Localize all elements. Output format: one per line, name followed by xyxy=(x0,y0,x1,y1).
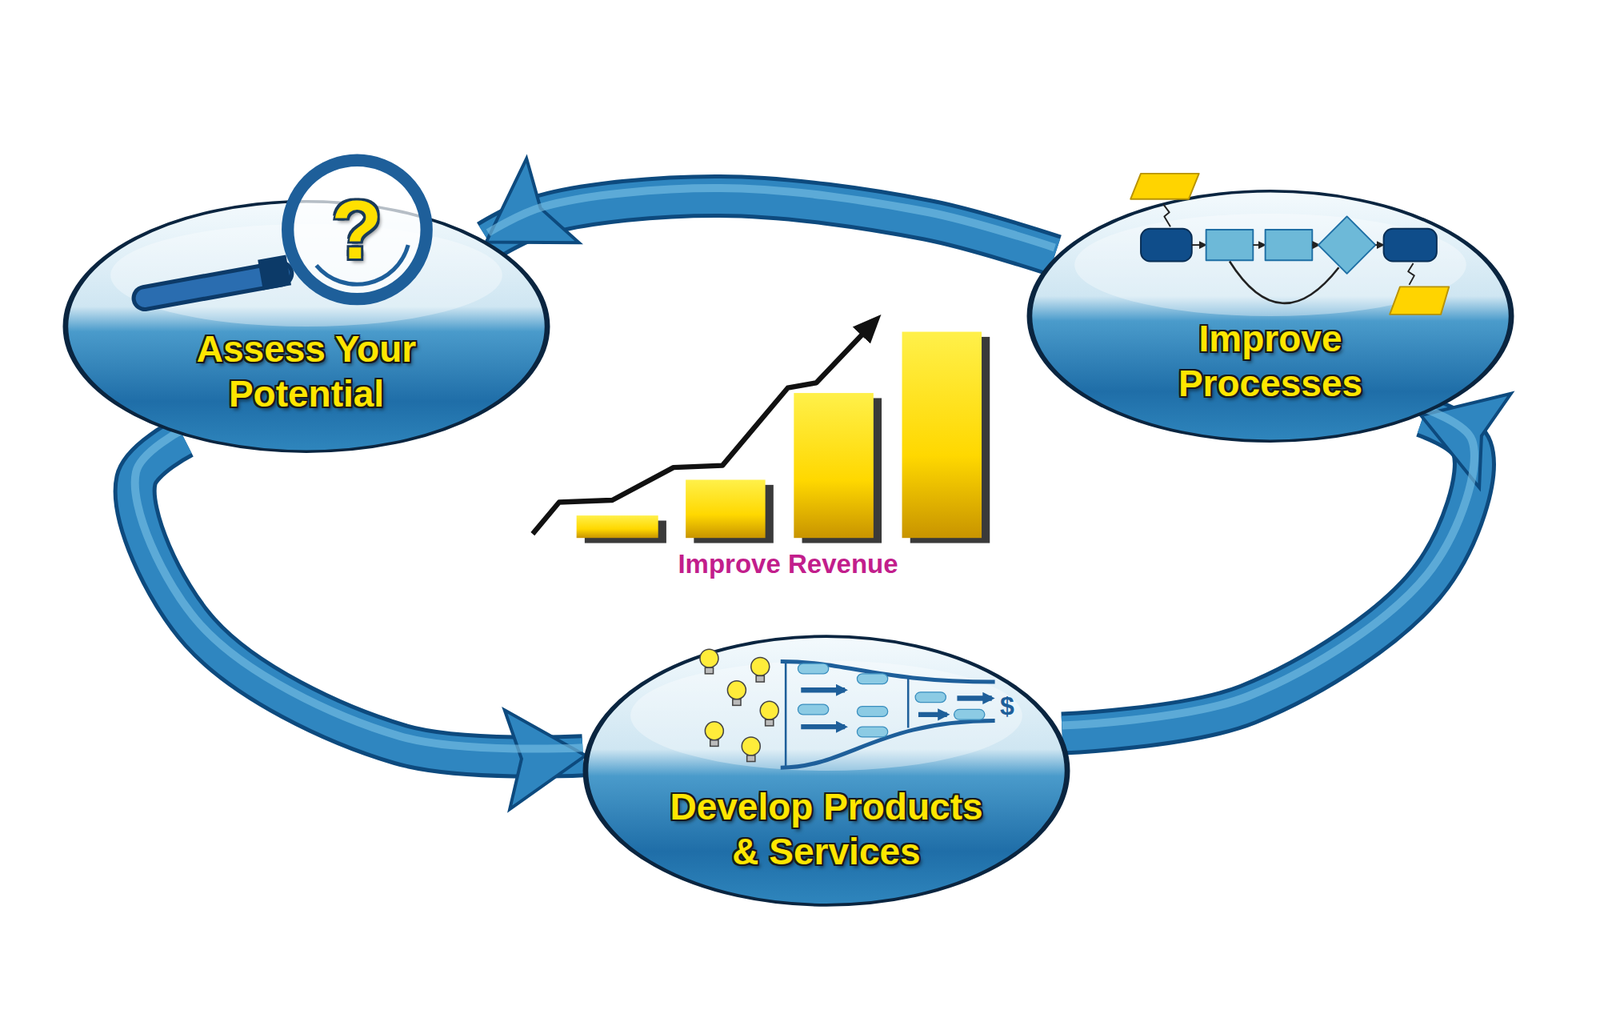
ellipse-fill xyxy=(1029,191,1512,441)
cycle-arrow xyxy=(488,188,1055,256)
ellipse-gloss xyxy=(630,660,1023,771)
arrow-outline xyxy=(135,436,584,756)
question-mark: ? xyxy=(331,182,383,278)
develop-ellipse: Develop Products & Services xyxy=(581,632,1072,908)
node-title: Develop Products & Services xyxy=(664,784,989,874)
ellipse-outline xyxy=(61,198,552,455)
cycle-arrow xyxy=(1062,408,1475,734)
revenue-chart xyxy=(532,320,990,544)
node-title: Improve Processes xyxy=(1108,316,1433,406)
assess-ellipse: Assess Your Potential xyxy=(61,198,552,455)
node-title: Assess Your Potential xyxy=(144,326,469,416)
center-caption: Improve Revenue xyxy=(677,548,898,580)
arrow-highlight xyxy=(488,188,1055,248)
arrow-body xyxy=(135,436,584,756)
arrow-highlight xyxy=(1062,408,1475,726)
ellipse-gloss xyxy=(110,224,503,327)
process-ellipse: Improve Processes xyxy=(1025,188,1516,444)
ellipse-fill xyxy=(585,636,1068,905)
arrow-highlight xyxy=(135,428,584,748)
dollar-sign: $ xyxy=(1000,691,1015,721)
ellipse-fill xyxy=(65,201,548,452)
cycle-arrow xyxy=(135,428,584,756)
ellipse-gloss xyxy=(1074,213,1467,316)
ellipse-outline xyxy=(1025,188,1516,444)
